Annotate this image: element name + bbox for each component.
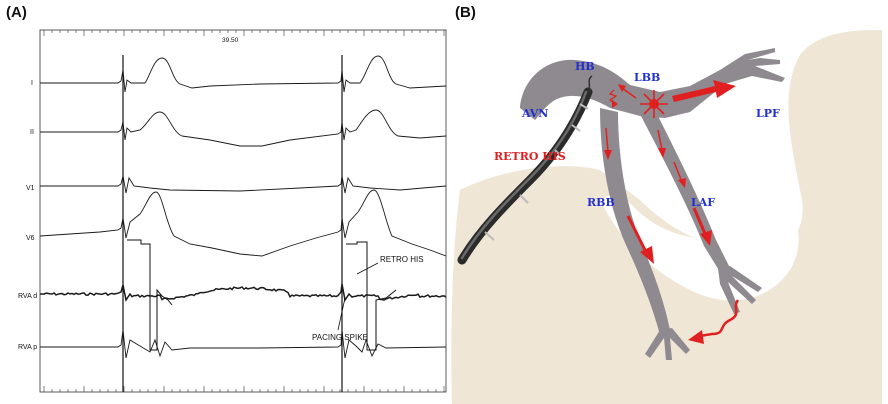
trace-lead-ii: [40, 109, 447, 147]
annotation-pacing-spike: PACING SPIKE: [312, 333, 368, 342]
trace-lead-i: [40, 55, 447, 93]
ecg-frame: [39, 29, 447, 393]
stimulus-pulse-1: [127, 239, 173, 351]
arrow-laf-3: [692, 207, 708, 237]
panel-a: (A) 39.50 I II V1 V6 RVA d RVA p RETRO H…: [6, 4, 447, 393]
lead-label-ii: II: [30, 129, 34, 136]
annotation-retro-his: RETRO HIS: [380, 255, 424, 264]
arrow-laf-1: [657, 129, 663, 151]
panel-b: (B): [451, 4, 882, 404]
label-retro-his: RETRO HIS: [494, 150, 566, 163]
trace-v1: [40, 175, 447, 194]
trace-rva-p: [40, 329, 447, 359]
label-hb: HB: [575, 60, 595, 73]
bottom-time-ticks: [43, 386, 445, 392]
laf-distal-branches: [718, 266, 762, 314]
lead-label-v6: V6: [26, 235, 35, 242]
his-bundle: [520, 59, 752, 120]
arrow-rbb-upper: [605, 127, 609, 153]
wavy-arrow: [699, 299, 740, 338]
pacing-site-star: [640, 90, 668, 118]
conduction-arrows: [604, 80, 740, 344]
label-rbb: RBB: [587, 196, 615, 209]
lead-label-v1: V1: [26, 185, 35, 192]
arrow-rbb-lower: [626, 215, 648, 253]
trace-v6: [39, 189, 447, 257]
panel-b-label: (B): [455, 4, 476, 21]
time-label: 39.50: [222, 37, 239, 44]
arrow-to-lpf: [672, 80, 736, 102]
ventricle-cavity: [600, 190, 799, 301]
panel-a-label: (A): [6, 4, 27, 21]
retro-his-pointer: [356, 262, 379, 275]
pacing-catheter: [457, 75, 593, 265]
arrow-retro-hb: [621, 87, 637, 99]
right-bundle-branch: [600, 108, 670, 335]
lpf-fibers: [720, 48, 785, 84]
label-avn: AVN: [521, 107, 548, 120]
lead-label-i: I: [31, 80, 33, 87]
retro-his-squiggle: [608, 89, 618, 104]
arrow-laf-2: [673, 161, 683, 183]
heart-tissue-background: [451, 30, 882, 404]
rbb-distal-branches: [645, 328, 690, 360]
label-lbb: LBB: [634, 71, 660, 84]
top-time-ticks: [43, 30, 445, 36]
label-lpf: LPF: [756, 107, 780, 120]
pacing-spike-pointer: [337, 297, 346, 331]
lead-label-rva-p: RVA p: [18, 344, 37, 351]
lead-label-rva-d: RVA d: [18, 293, 37, 300]
label-laf: LAF: [691, 196, 715, 209]
stimulus-pulse-2: [346, 241, 397, 351]
